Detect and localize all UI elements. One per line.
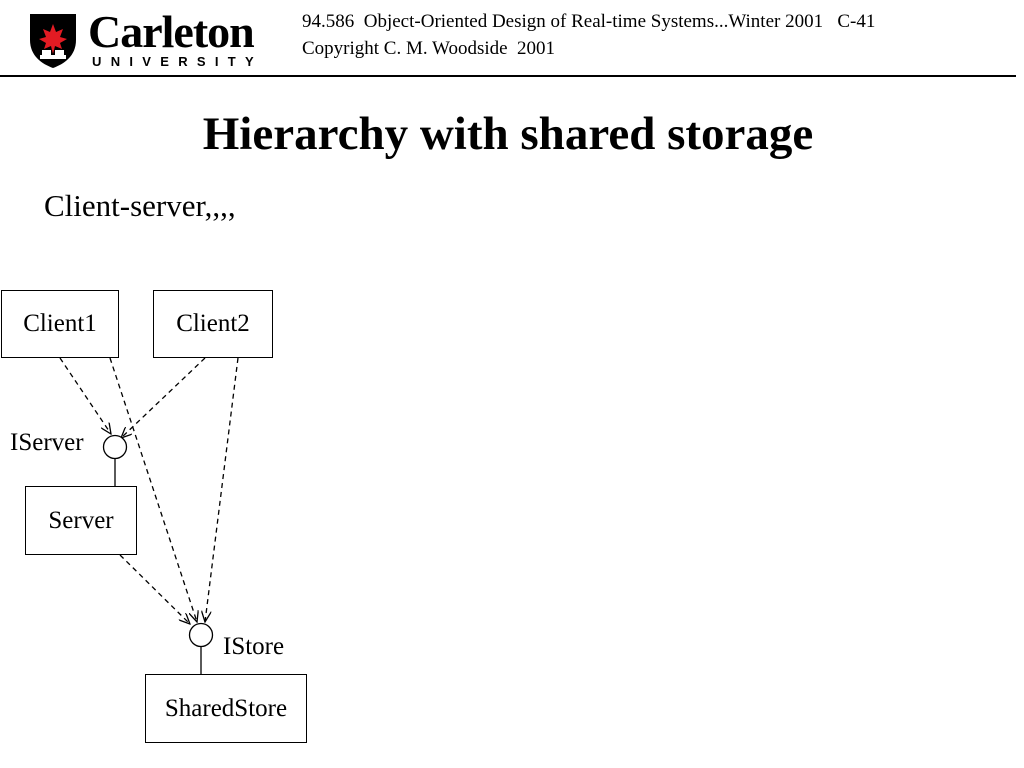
dep-server-istore [119,554,190,624]
server-label: Server [48,506,114,534]
iserver-label: IServer [10,429,84,456]
iserver-interface-icon [102,434,128,460]
client2-box: Client2 [153,290,273,358]
sharedstore-box: SharedStore [145,674,307,743]
header-text: 94.586 Object-Oriented Design of Real-ti… [302,8,875,62]
sharedstore-label: SharedStore [164,694,288,722]
client2-label: Client2 [176,310,250,337]
course-line: 94.586 Object-Oriented Design of Real-ti… [302,11,876,32]
dep-client1-iserver [59,357,111,434]
dep-client1-istore [109,357,197,622]
client1-box: Client1 [1,290,119,358]
carleton-logo: Carleton UNIVERSITY [28,6,258,72]
slide-title: Hierarchy with shared storage [202,108,814,160]
dep-client2-istore [205,357,239,622]
dep-client2-iserver [121,357,206,438]
server-box: Server [25,486,137,555]
client1-label: Client1 [23,310,97,337]
logo-wordmark: Carleton [88,6,255,57]
shield-icon [30,14,76,68]
istore-interface-icon [188,622,214,648]
slide-subtitle: Client-server,,,, [44,188,236,223]
copyright-line: Copyright C. M. Woodside 2001 [302,38,556,59]
logo-subline: UNIVERSITY [92,54,264,69]
header-divider [0,75,1016,77]
istore-label: IStore [223,633,285,660]
